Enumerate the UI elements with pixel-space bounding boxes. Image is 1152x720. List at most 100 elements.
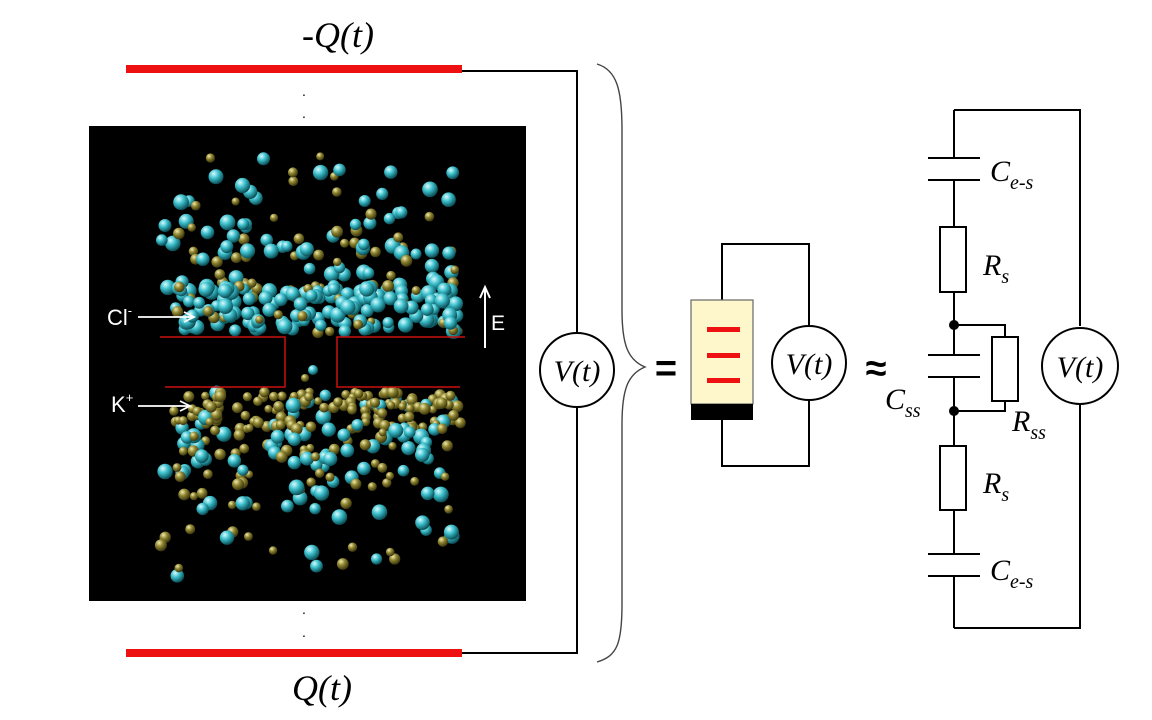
voltage-source-main-label: V(t) [554,355,601,388]
equivalent-cell: V(t) [690,243,847,467]
potassium-ion [214,269,226,280]
potassium-ion [174,563,184,573]
potassium-ion [174,471,186,483]
chloride-ion [281,499,294,513]
rc-parallel-wire [954,324,1006,412]
potassium-ion [301,374,309,382]
chloride-ion [240,243,256,259]
potassium-ion [325,472,335,482]
chloride-ion [258,291,273,306]
chloride-ion [263,243,279,259]
chloride-ion [219,214,236,231]
bottom-dots: . [302,601,306,617]
potassium-ion [428,405,437,414]
potassium-ion [290,423,303,435]
r-ss-main: R [1011,405,1030,438]
field-arrow [479,284,491,348]
chloride-ion [351,419,364,431]
potassium-ion [264,404,273,413]
chloride-ion [303,262,316,275]
ion-cloud [154,152,466,583]
voltage-mid-text: V(t) [786,348,833,381]
chloride-ion [217,298,233,314]
chloride-ion [237,464,249,476]
bottom-charge-text: Q(t) [292,668,352,708]
potassium-ion [406,394,418,406]
chloride-ion [397,464,410,477]
chloride-ion [397,317,414,333]
potassium-ion [288,176,299,187]
chloride-ion [401,441,416,456]
potassium-ion [231,197,240,206]
chloride-ion [441,192,456,207]
chloride-ion [363,216,377,230]
potassium-ion [154,539,167,552]
main-circuit [462,70,615,654]
potassium-ion [172,463,182,472]
rc-res-s-bottom [939,445,967,511]
chloride-ion [241,306,255,321]
wire-bottom [462,407,578,654]
chloride-ion [310,559,323,573]
potassium-ion [359,439,371,451]
potassium-ion [232,402,243,414]
c-es-bottom-sub: e-s [1010,571,1034,593]
chloride-ion [321,422,336,437]
rc-circuit [928,109,1119,629]
potassium-ion [205,401,217,413]
potassium-ion [297,311,308,322]
chloride-ion [388,423,404,438]
chloride-ion [216,426,232,442]
capacitor-cell-base [691,404,753,420]
potassium-ion [178,416,188,426]
voltage-source-mid-label: V(t) [786,348,833,381]
potassium-ion [385,471,394,481]
potassium-ion [385,547,395,557]
chloride-ion [443,524,459,540]
chloride-ion [376,187,389,200]
potassium-ion [178,488,191,501]
md-simulation-box [89,126,526,601]
voltage-source-mid [771,325,847,401]
potassium-ion [333,397,343,407]
cl-arrow [138,311,197,323]
potassium-ion [239,443,250,454]
chloride-ion [274,293,288,307]
potassium-ion [252,502,261,512]
potassium-ion [403,411,415,423]
voltage-right-text: V(t) [1057,351,1104,384]
potassium-ion [379,420,391,431]
potassium-ion [437,536,449,547]
chloride-ion [305,289,318,302]
potassium-ion [242,392,252,402]
potassium-ion [205,153,215,163]
chloride-ion [170,569,185,583]
chloride-ion [165,235,181,252]
chloride-ion [200,225,215,240]
potassium-ion [340,238,349,248]
potassium-ion [370,246,381,258]
potassium-ion [331,225,343,238]
potassium-ion [269,213,279,222]
potassium-ion [305,421,317,433]
potassium-ion [233,429,245,441]
k-arrow [138,400,193,412]
chloride-ion [156,234,168,246]
cell-plate-1 [707,327,740,332]
chloride-ion [315,409,332,425]
chloride-ion [340,299,356,315]
chloride-ion [446,166,460,180]
potassium-ion [315,468,325,478]
potassium-ion [325,326,335,337]
potassium-ion [185,524,196,535]
capacitor-cell-body [690,299,754,405]
r-s-bottom-sub: s [1001,484,1009,506]
k-label: K+ [111,390,133,417]
chloride-ion [235,496,250,511]
chloride-ion [393,298,409,314]
c-es-top-main: C [990,155,1011,188]
potassium-ion [398,402,407,411]
field-label: E [491,312,505,335]
potassium-ion [353,319,363,330]
potassium-ion [277,391,287,401]
